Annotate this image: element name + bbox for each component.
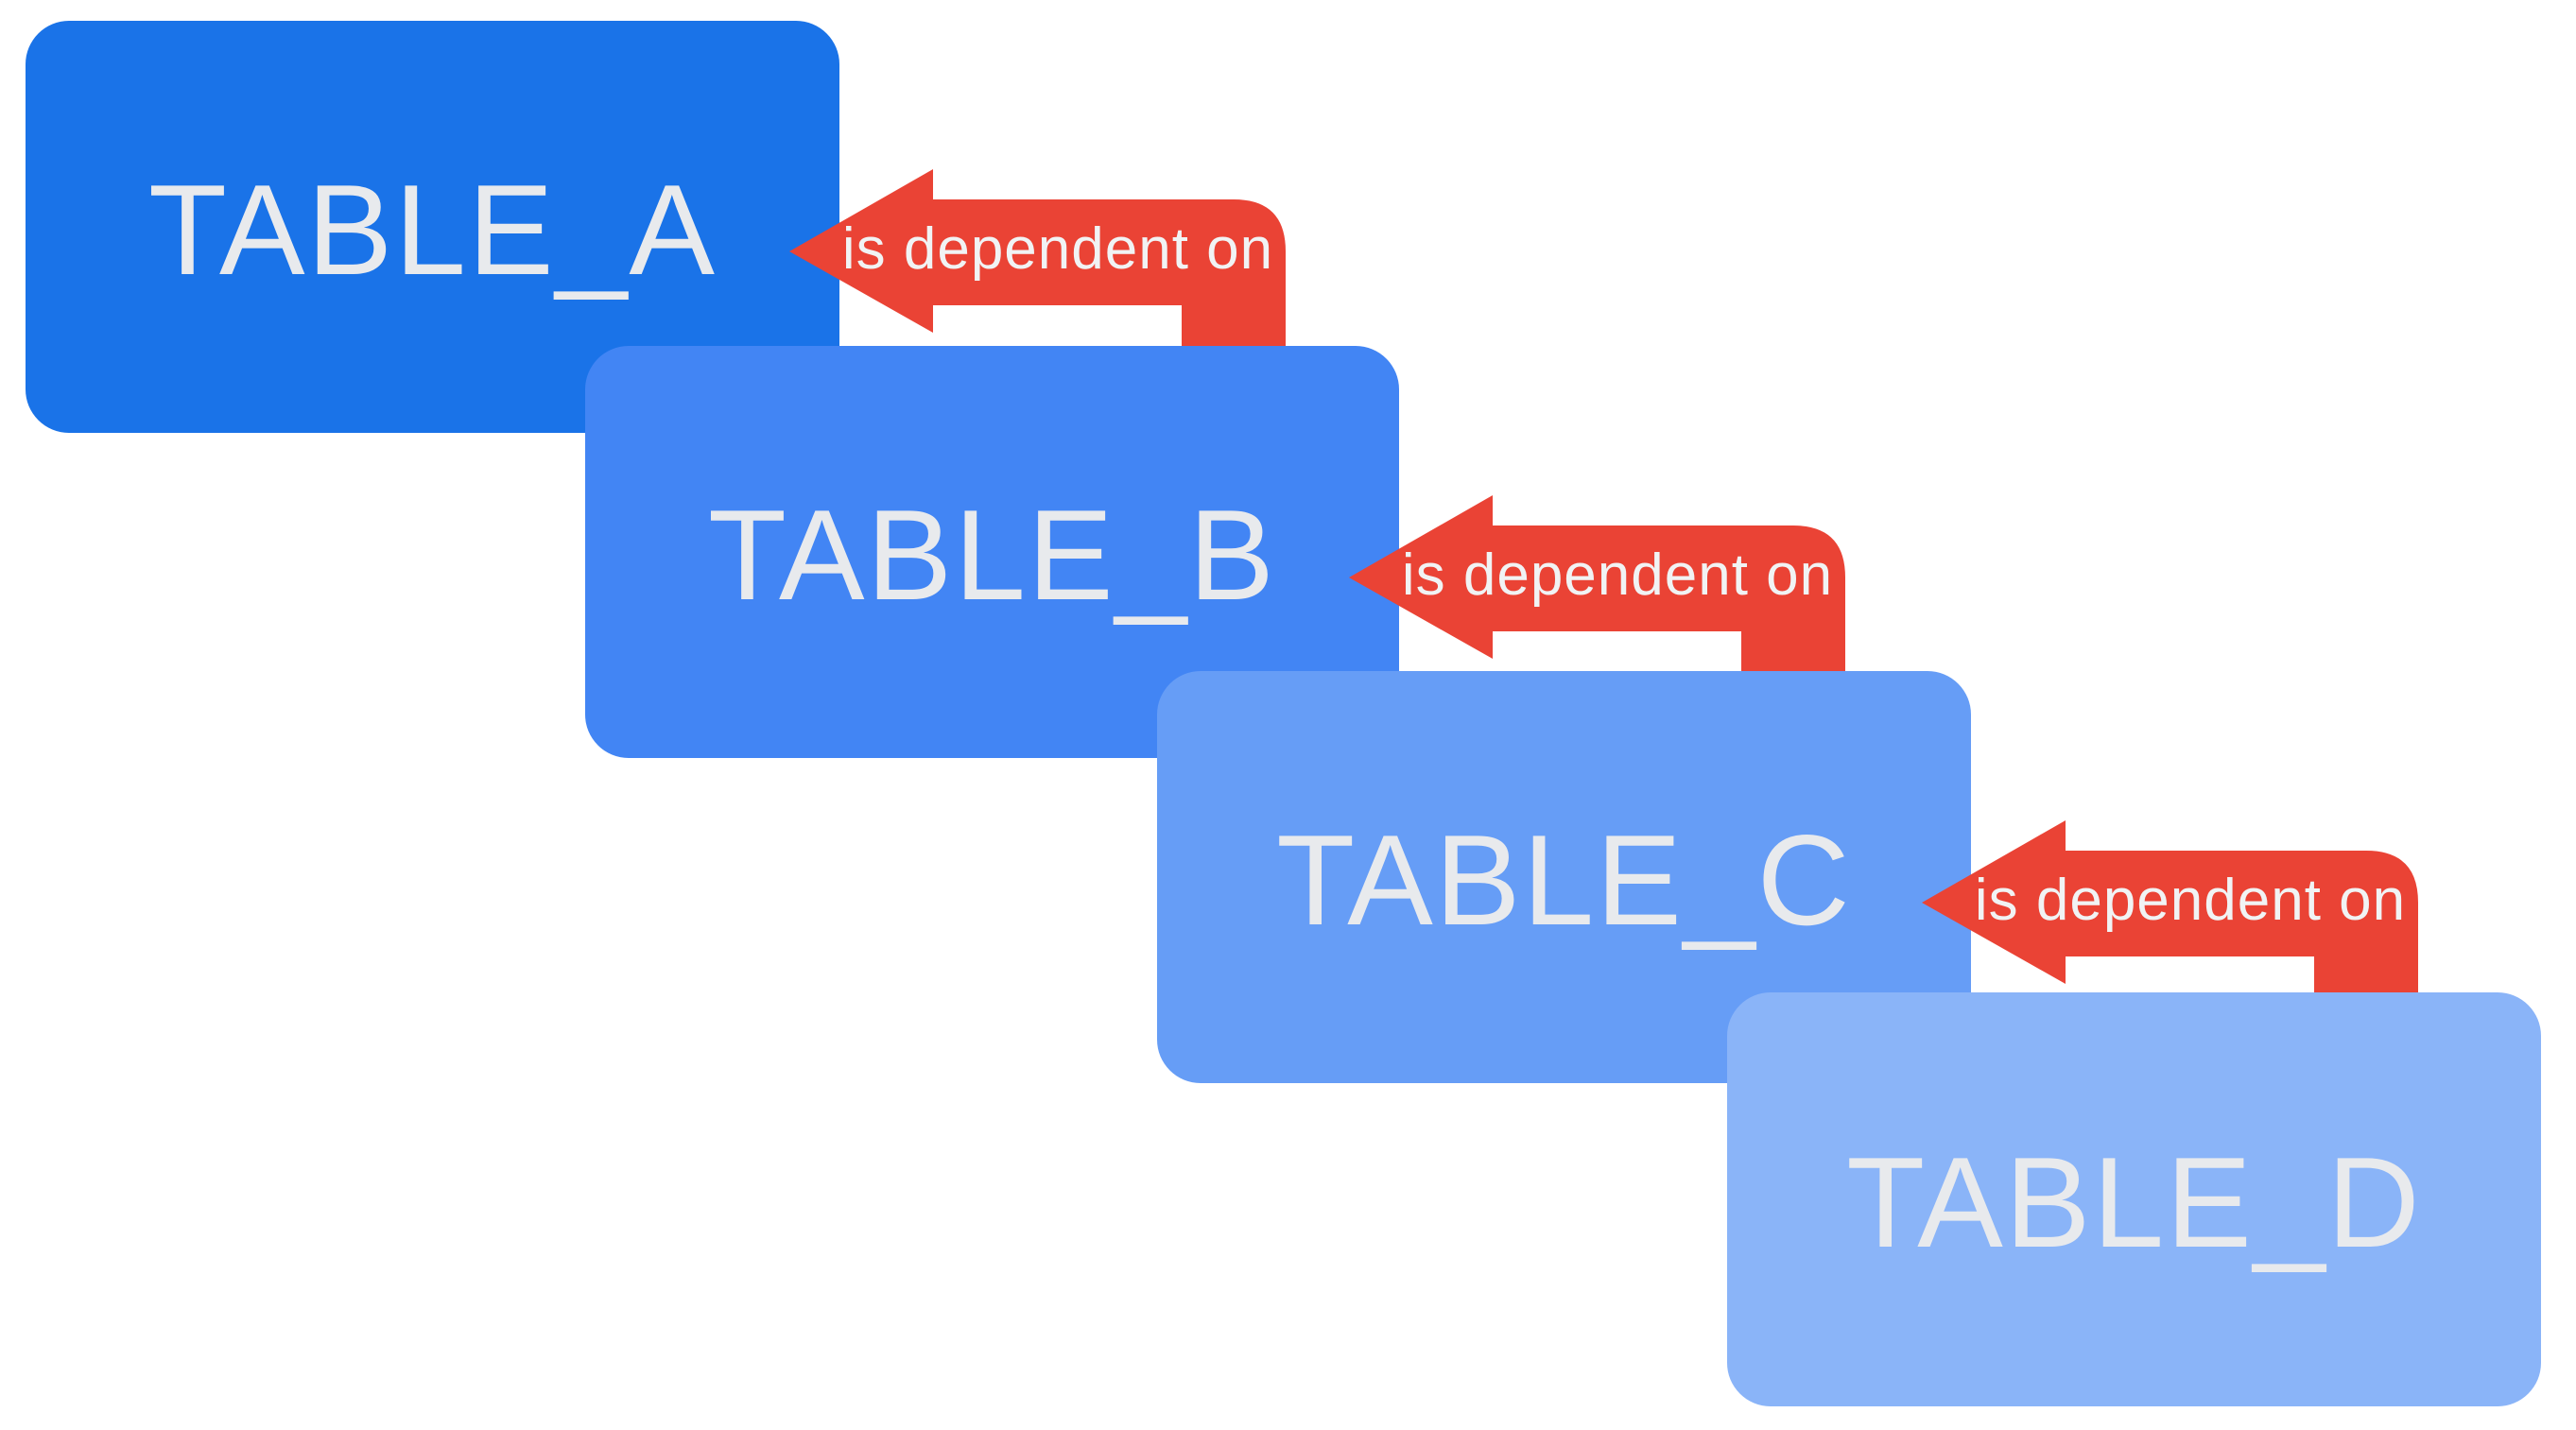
dependency-arrow-c-to-b: is dependent on [1349,495,1845,682]
arrow-b-to-a-label: is dependent on [842,216,1273,282]
arrow-c-to-b-label: is dependent on [1402,543,1833,608]
table-card-a: TABLE_A [26,21,839,433]
arrow-d-to-c-label: is dependent on [1975,868,2406,933]
table-card-d: TABLE_D [1727,992,2541,1406]
table-a-label: TABLE_A [147,158,717,302]
dependency-arrow-d-to-c: is dependent on [1922,820,2418,1008]
table-c-label: TABLE_C [1276,808,1852,952]
table-b-label: TABLE_B [707,483,1277,627]
arrow-b-to-a-shape [789,169,1286,356]
table-d-label: TABLE_D [1846,1130,2422,1274]
arrow-d-to-c-shape [1922,820,2418,1008]
dependency-arrow-b-to-a: is dependent on [789,169,1286,356]
arrow-c-to-b-shape [1349,495,1845,682]
